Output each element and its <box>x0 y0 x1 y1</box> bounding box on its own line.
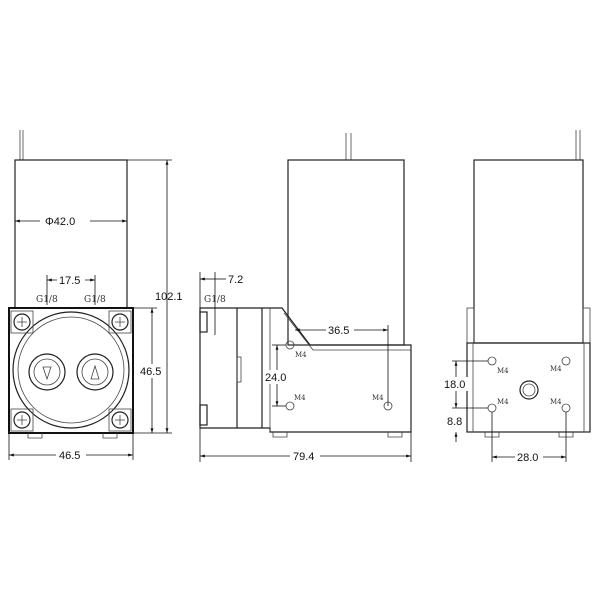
feet <box>27 433 118 439</box>
body-width-dimension: 46.5 <box>59 450 80 462</box>
hole-label: M4 <box>550 365 562 373</box>
hole-label: M4 <box>295 351 307 359</box>
hole-label: M4 <box>497 398 509 406</box>
pump-body <box>466 342 591 433</box>
height-dimension: 102.1 <box>155 291 183 303</box>
hole-spacing-horizontal: 36.5 <box>328 325 349 337</box>
hole-label: M4 <box>550 398 562 406</box>
offset-dimension: 7.2 <box>228 274 243 286</box>
port-label: G1/8 <box>204 295 226 305</box>
length-dimension: 79.4 <box>293 451 314 463</box>
hole-label: M4 <box>497 367 509 375</box>
rear-view: M4 M4 M4 M4 18.0 8.8 28.0 <box>443 130 591 464</box>
front-view: 102.1 Φ42.0 17.5 G1/8 G1/8 46.5 46.5 <box>8 130 183 462</box>
diameter-dimension: Φ42.0 <box>45 216 75 228</box>
body-height-dimension: 46.5 <box>140 366 161 378</box>
arrow-down-icon <box>42 366 52 381</box>
pump-head <box>8 307 134 434</box>
hole-label: M4 <box>372 394 384 402</box>
side-view: M4 M4 M4 7.2 G1/8 36.5 24.0 79.4 <box>199 133 412 463</box>
screws <box>10 310 132 432</box>
motor-body <box>473 159 584 344</box>
center-port <box>519 380 539 400</box>
hole-spacing-vertical: 24.0 <box>265 372 286 384</box>
feet <box>484 432 574 438</box>
bottom-offset-dimension: 8.8 <box>447 416 462 428</box>
outlet-port <box>28 353 66 391</box>
pump-body <box>199 307 412 433</box>
feet <box>272 432 403 438</box>
port-right-label: G1/8 <box>84 295 106 305</box>
hole-spacing-vertical: 18.0 <box>444 379 465 391</box>
hole-spacing-horizontal: 28.0 <box>517 452 538 464</box>
motor-body <box>287 159 405 346</box>
arrow-up-icon <box>90 364 100 380</box>
port-spacing-dimension: 17.5 <box>59 275 80 287</box>
port-left-label: G1/8 <box>36 295 58 305</box>
inlet-port <box>76 353 114 391</box>
hole-label: M4 <box>294 394 306 402</box>
head-cover <box>12 311 130 429</box>
